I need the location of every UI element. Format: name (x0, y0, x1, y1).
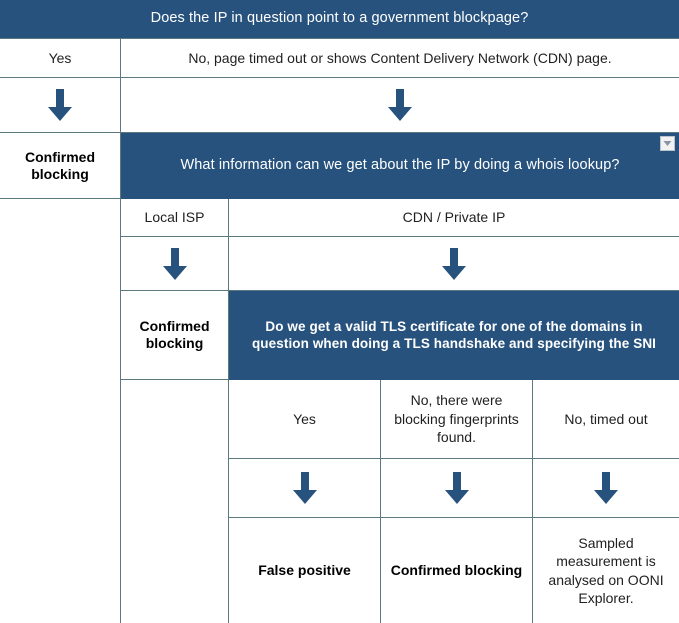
level3-answer-2-text: No, timed out (564, 410, 648, 427)
left-spacer-column (0, 199, 121, 623)
level1-question-cell: Does the IP in question point to a gover… (0, 0, 679, 39)
level3-arrow-1-cell (381, 459, 533, 518)
level3-outcome-0-cell: False positive (229, 518, 381, 623)
level3-outcome-2-cell: Sampled measurement is analysed on OONI … (533, 518, 679, 623)
level1-answer-yes-cell: Yes (0, 39, 121, 78)
level2-question-text: What information can we get about the IP… (180, 157, 620, 174)
level3-arrow-2-cell (533, 459, 679, 518)
level2-question-cell: What information can we get about the IP… (121, 133, 679, 199)
level2-outcome-confirmed-blocking-cell: Confirmed blocking (121, 291, 229, 380)
chevron-down-glyph (663, 141, 672, 146)
level2-arrow-cdn-cell (229, 237, 679, 291)
down-arrow-icon (444, 472, 469, 504)
level1-arrow-yes-cell (0, 78, 121, 133)
level3-answer-1-text: No, there were blocking fingerprints fou… (394, 392, 519, 446)
level2-arrow-local-isp-cell (121, 237, 229, 291)
level3-answer-1-cell: No, there were blocking fingerprints fou… (381, 380, 533, 459)
level2-answer-cdn-text: CDN / Private IP (402, 209, 506, 226)
chevron-down-icon[interactable] (660, 136, 675, 151)
level1-outcome-confirmed-blocking-text: Confirmed blocking (25, 148, 95, 182)
level3-question-cell: Do we get a valid TLS certificate for on… (229, 291, 679, 380)
level1-arrow-no-cell (121, 78, 679, 133)
level3-arrow-0-cell (229, 459, 381, 518)
down-arrow-icon (292, 472, 317, 504)
down-arrow-icon (162, 247, 187, 280)
level1-answer-no-cell: No, page timed out or shows Content Deli… (121, 39, 679, 78)
level1-outcome-confirmed-blocking-cell: Confirmed blocking (0, 133, 121, 199)
level3-outcome-2-text: Sampled measurement is analysed on OONI … (548, 534, 664, 606)
level1-answer-no-text: No, page timed out or shows Content Deli… (188, 49, 612, 66)
down-arrow-icon (48, 89, 72, 121)
down-arrow-icon (388, 89, 412, 121)
level2-answer-cdn-cell: CDN / Private IP (229, 199, 679, 237)
level3-outcome-0-text: False positive (258, 562, 351, 579)
level2-answer-local-isp-cell: Local ISP (121, 199, 229, 237)
level3-spacer-column (121, 380, 229, 623)
level1-answer-yes-text: Yes (48, 49, 72, 66)
level3-answer-0-cell: Yes (229, 380, 381, 459)
level3-question-text: Do we get a valid TLS certificate for on… (251, 318, 657, 351)
level3-outcome-1-cell: Confirmed blocking (381, 518, 533, 623)
level3-answer-0-text: Yes (293, 410, 316, 427)
level3-answer-2-cell: No, timed out (533, 380, 679, 459)
down-arrow-icon (594, 472, 618, 504)
level1-question-text: Does the IP in question point to a gover… (150, 10, 529, 27)
level3-outcome-1-text: Confirmed blocking (390, 562, 523, 579)
level2-outcome-confirmed-blocking-text: Confirmed blocking (139, 318, 210, 351)
level2-answer-local-isp-text: Local ISP (144, 209, 205, 226)
down-arrow-icon (442, 247, 466, 280)
